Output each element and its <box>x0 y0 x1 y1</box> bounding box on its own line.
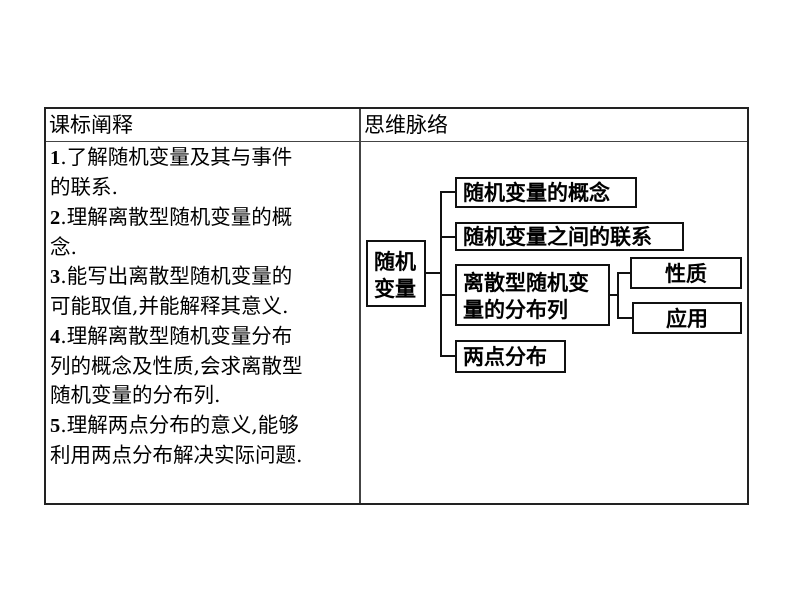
objectives-list: 1.了解随机变量及其与事件 的联系. 2.理解离散型随机变量的概 念. 3.能写… <box>50 143 356 470</box>
branch-concept: 随机变量的概念 <box>455 177 637 208</box>
connector <box>440 191 455 193</box>
objective-line: 4.理解离散型随机变量分布 <box>50 323 293 348</box>
objective-line: 1.了解随机变量及其与事件 <box>50 145 293 169</box>
content-table: 课标阐释 思维脉络 1.了解随机变量及其与事件 的联系. 2.理解离散型随机变量… <box>44 107 749 505</box>
connector <box>610 294 619 296</box>
connector <box>617 317 633 319</box>
objective-line: 利用两点分布解决实际问题. <box>50 442 303 467</box>
objective-line: 3.能写出离散型随机变量的 <box>50 264 293 289</box>
objective-line: 可能取值,并能解释其意义. <box>50 294 289 319</box>
connector-trunk <box>617 272 619 319</box>
objective-line: 2.理解离散型随机变量的概 <box>50 204 293 229</box>
connector-trunk <box>440 191 442 357</box>
connector <box>440 355 455 357</box>
connector <box>426 272 441 274</box>
sub-application: 应用 <box>632 302 742 334</box>
connector <box>617 272 631 274</box>
branch-two-point: 两点分布 <box>455 340 566 373</box>
root-node: 随机变量 <box>366 240 426 307</box>
column-divider <box>359 109 361 503</box>
objective-line: 随机变量的分布列. <box>50 383 221 408</box>
connector <box>440 236 455 238</box>
table-header-row <box>46 109 747 142</box>
header-objectives: 课标阐释 <box>49 113 133 137</box>
objective-line: 念. <box>50 234 78 259</box>
header-mindmap: 思维脉络 <box>364 113 448 137</box>
objective-line: 列的概念及性质,会求离散型 <box>50 354 303 379</box>
connector <box>440 294 455 296</box>
objective-line: 的联系. <box>50 175 119 200</box>
branch-distribution: 离散型随机变量的分布列 <box>455 264 610 326</box>
objective-line: 5.理解两点分布的意义,能够 <box>50 412 299 437</box>
sub-property: 性质 <box>630 257 742 289</box>
branch-relation: 随机变量之间的联系 <box>455 222 684 251</box>
